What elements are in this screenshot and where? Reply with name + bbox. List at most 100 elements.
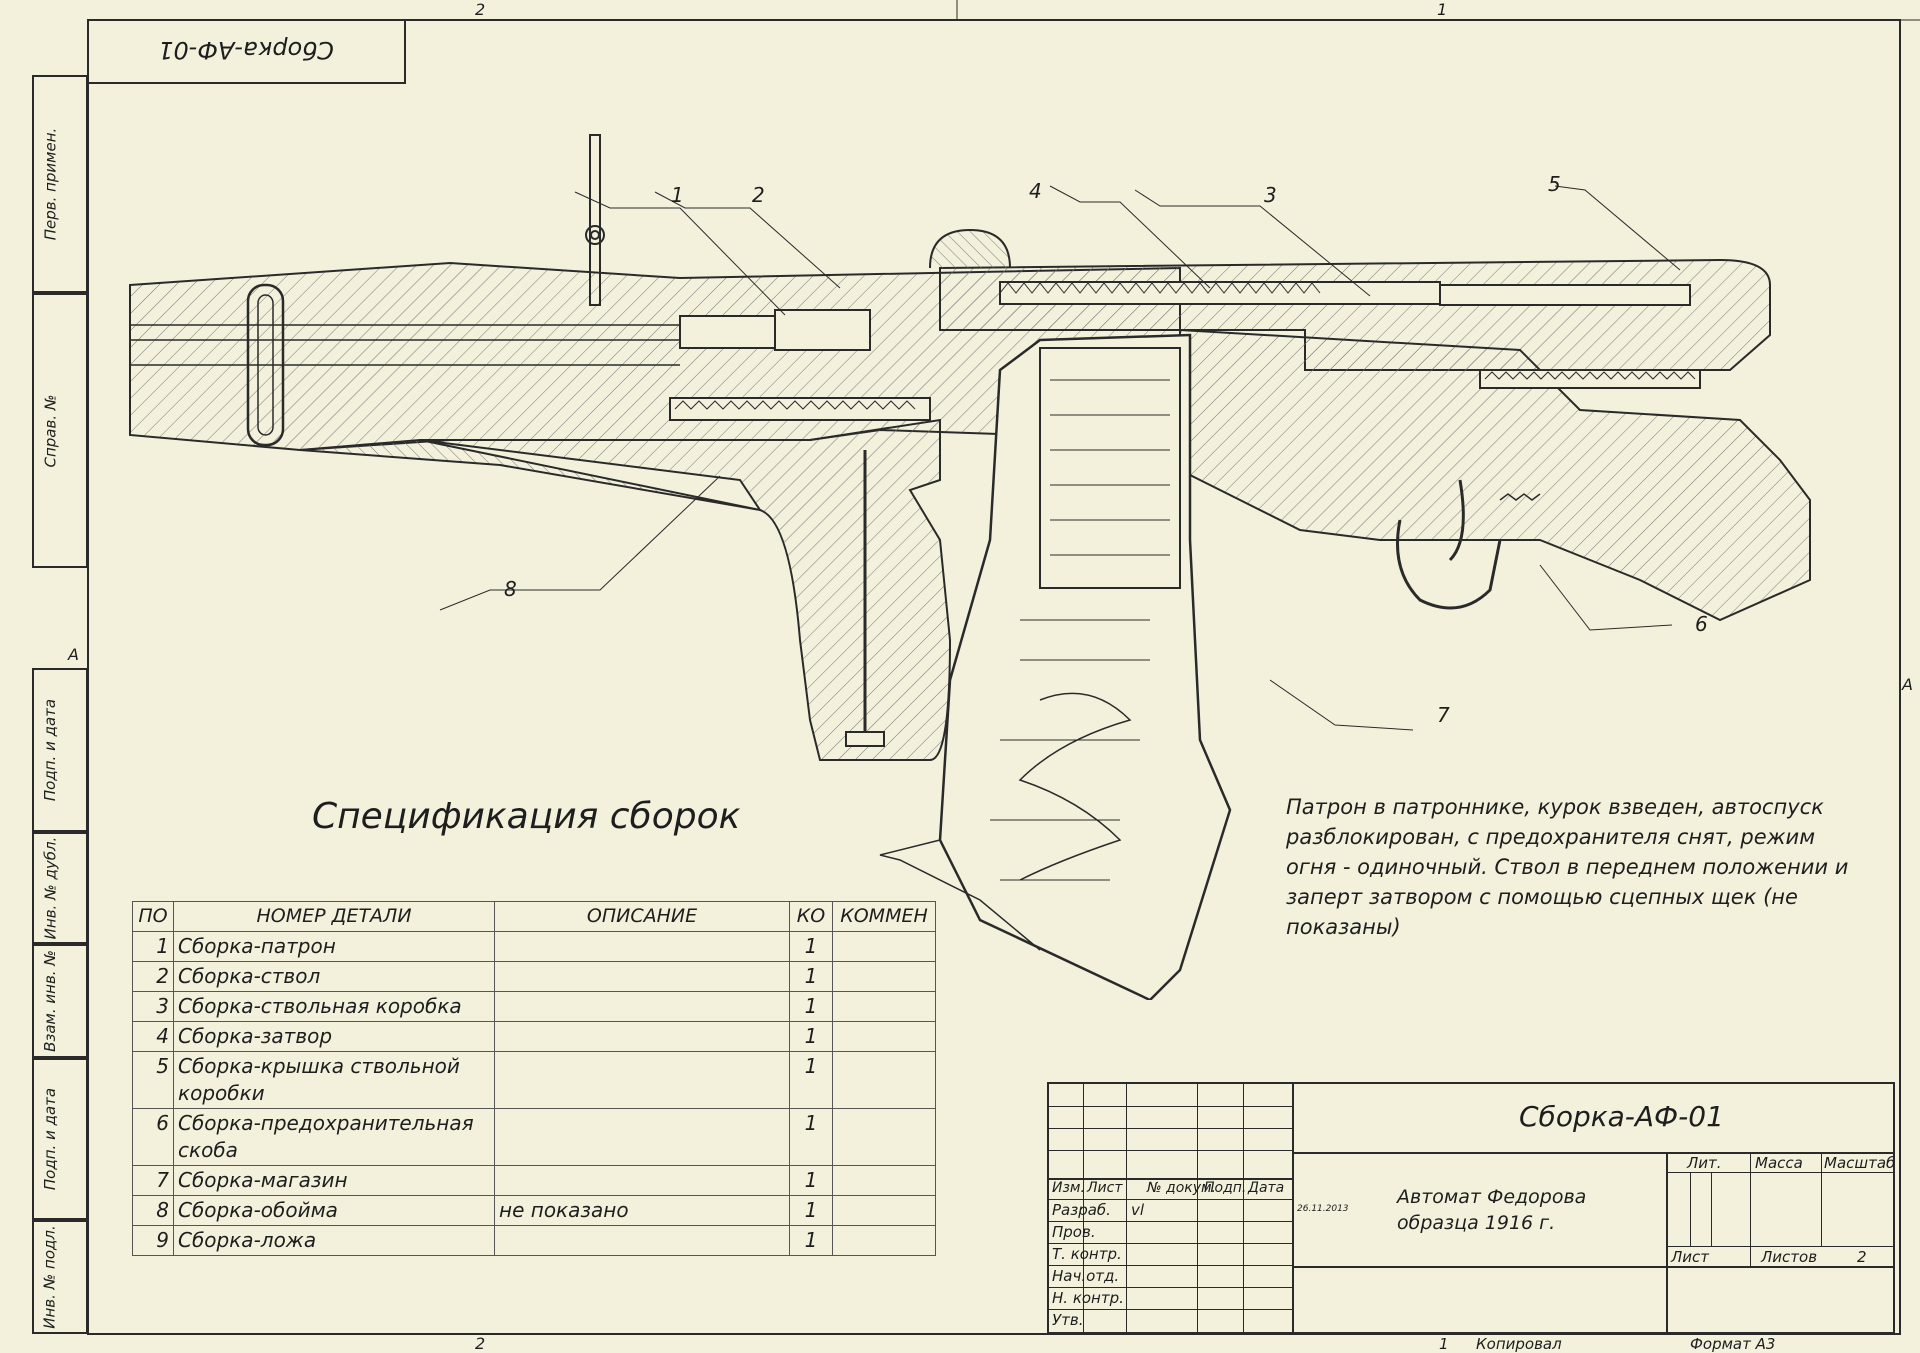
cell-pos: 3 — [132, 991, 174, 1022]
table-row: 2 Сборка-ствол 1 — [132, 961, 936, 992]
tb-col-izm: Изм. — [1052, 1180, 1085, 1196]
col-header: ОПИСАНИЕ — [494, 901, 790, 932]
cell-pos: 1 — [132, 931, 174, 962]
tb-scale: Масштаб — [1824, 1154, 1896, 1172]
cell-desc — [494, 1165, 790, 1196]
spec-title: Спецификация сборок — [312, 796, 741, 837]
cell-pos: 6 — [132, 1108, 174, 1166]
cell-desc — [494, 1225, 790, 1256]
tb-name-line1: Автомат Федорова — [1397, 1186, 1587, 1208]
table-row: 6 Сборка-предохранительная скоба 1 — [132, 1108, 936, 1166]
cell-desc — [494, 1108, 790, 1166]
callout-6: 6 — [1695, 612, 1708, 636]
zone-label: 2 — [475, 0, 486, 19]
tb-col-sign: Подп. — [1204, 1180, 1247, 1196]
spec-table: ПО НОМЕР ДЕТАЛИ ОПИСАНИЕ КО КОММЕН 1 Сбо… — [132, 901, 936, 1256]
tb-role: Т. контр. — [1052, 1245, 1122, 1263]
col-header: ПО — [132, 901, 174, 932]
cell-desc — [494, 991, 790, 1022]
tb-sheets-value: 2 — [1857, 1248, 1867, 1266]
zone-label: 2 — [475, 1334, 486, 1353]
cell-desc — [494, 961, 790, 992]
cell-comment — [832, 991, 936, 1022]
side-field: Справ. № — [32, 293, 88, 568]
cell-pos: 9 — [132, 1225, 174, 1256]
cell-desc — [494, 931, 790, 962]
cell-comment — [832, 1108, 936, 1166]
cell-pos: 4 — [132, 1021, 174, 1052]
side-label: Инв. № дубл. — [41, 836, 60, 940]
side-field: Подп. и дата — [32, 668, 88, 832]
cell-comment — [832, 931, 936, 962]
copied-num: 1 — [1439, 1335, 1449, 1353]
callout-8: 8 — [504, 577, 517, 601]
side-label: Справ. № — [41, 394, 60, 467]
tb-role: Н. контр. — [1052, 1289, 1124, 1307]
side-label: Подп. и дата — [41, 698, 59, 802]
table-row: 8 Сборка-обойма не показано 1 — [132, 1195, 936, 1226]
tb-col-list: Лист — [1087, 1180, 1123, 1196]
cell-qty: 1 — [789, 1165, 833, 1196]
tb-role: Разраб. — [1052, 1201, 1111, 1219]
table-header-row: ПО НОМЕР ДЕТАЛИ ОПИСАНИЕ КО КОММЕН — [132, 901, 936, 932]
table-row: 4 Сборка-затвор 1 — [132, 1021, 936, 1052]
zone-label: А — [1902, 675, 1913, 694]
cell-qty: 1 — [789, 1021, 833, 1052]
cell-desc: не показано — [494, 1195, 790, 1226]
side-label: Подп. и дата — [41, 1087, 59, 1191]
zone-label: 1 — [1437, 0, 1448, 19]
tb-sheets: Листов — [1761, 1248, 1818, 1266]
copied-label: Копировал — [1476, 1335, 1562, 1353]
cell-comment — [832, 1225, 936, 1256]
cell-qty: 1 — [789, 931, 833, 962]
technical-note: Патрон в патроннике, курок взведен, авто… — [1286, 795, 1849, 939]
cell-qty: 1 — [789, 991, 833, 1022]
cell-part: Сборка-крышка ствольной коробки — [173, 1051, 495, 1109]
cell-qty: 1 — [789, 1108, 833, 1166]
table-row: 7 Сборка-магазин 1 — [132, 1165, 936, 1196]
callout-1: 1 — [671, 183, 684, 207]
cell-comment — [832, 1165, 936, 1196]
cell-part: Сборка-ложа — [173, 1225, 495, 1256]
tb-designation: Сборка-АФ-01 — [1519, 1100, 1724, 1133]
side-field: Инв. № дубл. — [32, 832, 88, 944]
side-field: Взам. инв. № — [32, 944, 88, 1058]
cell-pos: 2 — [132, 961, 174, 992]
cell-part: Сборка-ствол — [173, 961, 495, 992]
col-header: КОММЕН — [832, 901, 936, 932]
side-field: Инв. № подл. — [32, 1220, 88, 1334]
col-header: НОМЕР ДЕТАЛИ — [173, 901, 495, 932]
cell-desc — [494, 1051, 790, 1109]
table-row: 5 Сборка-крышка ствольной коробки 1 — [132, 1051, 936, 1109]
zone-label: А — [68, 645, 79, 664]
tb-role: Нач.отд. — [1052, 1267, 1120, 1285]
side-field: Подп. и дата — [32, 1058, 88, 1220]
tb-name-line2: образца 1916 г. — [1397, 1212, 1556, 1234]
cell-comment — [832, 1021, 936, 1052]
callout-2: 2 — [752, 183, 765, 207]
cell-pos: 7 — [132, 1165, 174, 1196]
cell-qty: 1 — [789, 1225, 833, 1256]
title-block: Изм. Лист № докум. Подп. Дата Разраб. vl… — [1047, 1082, 1895, 1334]
tb-developer: vl — [1131, 1201, 1145, 1219]
tb-role: Утв. — [1052, 1311, 1084, 1329]
side-label: Инв. № подл. — [41, 1225, 60, 1329]
cell-part: Сборка-ствольная коробка — [173, 991, 495, 1022]
side-label: Взам. инв. № — [41, 950, 59, 1052]
tb-mass: Масса — [1755, 1154, 1803, 1172]
cell-part: Сборка-патрон — [173, 931, 495, 962]
stamp-text: Сборка-АФ-01 — [158, 36, 334, 64]
tb-sheet: Лист — [1671, 1248, 1710, 1266]
cell-qty: 1 — [789, 1195, 833, 1226]
cell-qty: 1 — [789, 961, 833, 992]
col-header: КО — [789, 901, 833, 932]
tb-col-date: Дата — [1248, 1180, 1285, 1196]
callout-5: 5 — [1548, 172, 1561, 196]
format-label: Формат А3 — [1690, 1335, 1776, 1353]
tb-col-doc: № докум. — [1147, 1180, 1217, 1196]
cell-comment — [832, 961, 936, 992]
cell-part: Сборка-предохранительная скоба — [173, 1108, 495, 1166]
tb-role: Пров. — [1052, 1223, 1096, 1241]
